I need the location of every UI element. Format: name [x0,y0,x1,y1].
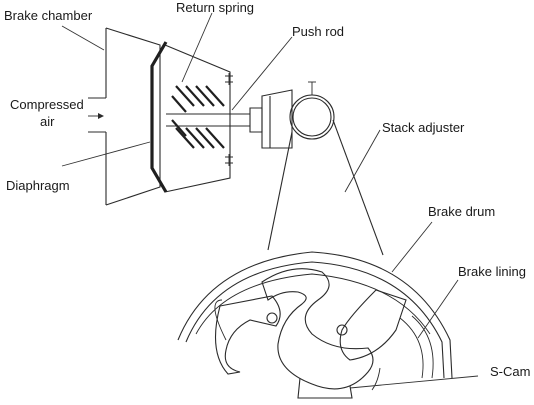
label-diaphragm: Diaphragm [6,178,70,193]
label-brake-lining: Brake lining [458,264,526,279]
label-brake-chamber: Brake chamber [4,8,93,23]
air-inlet-arrow [88,113,104,119]
return-spring [171,85,225,149]
label-push-rod: Push rod [292,24,344,39]
label-compressed-air-line2: air [40,114,55,129]
diaphragm [150,41,168,193]
leader-lines [61,12,479,389]
label-return-spring: Return spring [176,0,254,15]
label-compressed-air-line1: Compressed [10,97,84,112]
brake-drum [177,251,453,379]
label-slack-adjuster: Stack adjuster [382,120,465,135]
label-brake-drum: Brake drum [428,204,495,219]
clevis [261,81,335,149]
label-s-cam: S-Cam [490,364,530,379]
brake-shoes [215,289,407,375]
s-cam [261,268,381,399]
slack-adjuster [267,119,384,256]
